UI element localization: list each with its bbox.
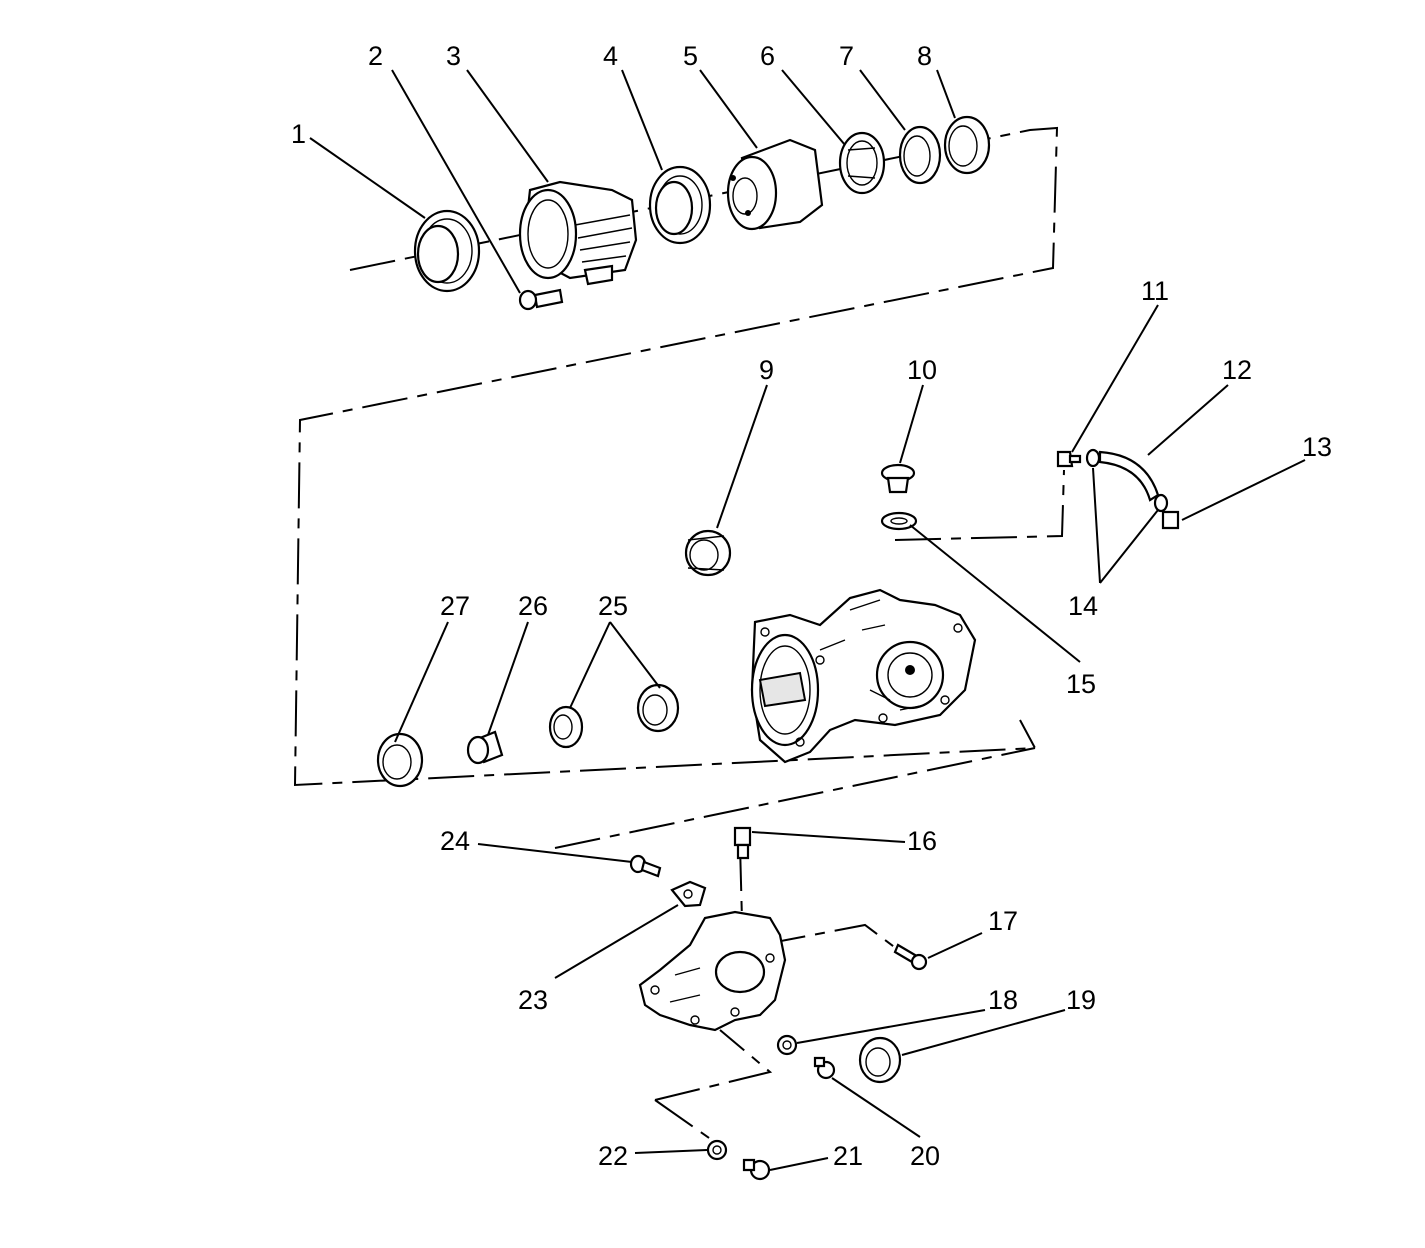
part-3-housing [518, 180, 638, 286]
callout-11: 11 [1141, 276, 1169, 306]
part-21-plug [742, 1158, 771, 1181]
callout-1: 1 [291, 119, 306, 149]
callout-7: 7 [839, 41, 854, 71]
callout-labels: 1 2 3 4 5 6 7 8 9 10 11 12 13 14 15 16 1… [291, 41, 1332, 1171]
callout-26: 26 [518, 591, 548, 621]
callout-2: 2 [368, 41, 383, 71]
callout-8: 8 [917, 41, 932, 71]
callout-5: 5 [683, 41, 698, 71]
part-1-seal [413, 209, 481, 293]
part-17-bolt [893, 943, 928, 971]
callout-24: 24 [440, 826, 470, 856]
part-15-washer [880, 511, 918, 531]
part-19-seal [858, 1036, 902, 1084]
part-10-plug [880, 463, 916, 494]
part-13-fitting [1161, 510, 1180, 530]
part-22-plug [706, 1139, 728, 1161]
callout-18: 18 [988, 985, 1018, 1015]
callout-27: 27 [440, 591, 470, 621]
assembly-center-lines [293, 126, 1065, 1141]
callout-10: 10 [907, 355, 937, 385]
part-2-bolt [518, 288, 564, 311]
part-8-seal [943, 115, 991, 175]
callout-9: 9 [759, 355, 774, 385]
callout-15: 15 [1066, 669, 1096, 699]
part-25-bearing [548, 683, 680, 749]
callout-21: 21 [833, 1141, 863, 1171]
part-5-sleeve [726, 138, 824, 231]
callout-6: 6 [760, 41, 775, 71]
part-23-bracket [670, 880, 707, 908]
part-4-bearing-race [648, 165, 712, 245]
callout-12: 12 [1222, 355, 1252, 385]
part-16-sensor [733, 826, 752, 860]
part-24-bolt [629, 854, 662, 878]
part-7-ring [898, 125, 942, 185]
callout-13: 13 [1302, 432, 1332, 462]
callout-17: 17 [988, 906, 1018, 936]
part-11-fitting [1056, 450, 1082, 468]
part-9-bearing [684, 529, 732, 577]
callout-4: 4 [603, 41, 618, 71]
callout-14: 14 [1068, 591, 1098, 621]
callout-25: 25 [598, 591, 628, 621]
callout-23: 23 [518, 985, 548, 1015]
part-26-collar [466, 730, 504, 765]
callout-20: 20 [910, 1141, 940, 1171]
part-18-plug [776, 1034, 798, 1056]
callout-22: 22 [598, 1141, 628, 1171]
part-cover-plate [638, 910, 787, 1032]
leader-lines [309, 69, 1306, 1171]
part-12-hose [1098, 450, 1160, 502]
callout-3: 3 [446, 41, 461, 71]
part-6-bearing [838, 131, 886, 195]
callout-19: 19 [1066, 985, 1096, 1015]
callout-16: 16 [907, 826, 937, 856]
part-differential-housing [750, 588, 977, 764]
part-20-plug [813, 1056, 836, 1080]
part-27-seal [376, 732, 424, 788]
